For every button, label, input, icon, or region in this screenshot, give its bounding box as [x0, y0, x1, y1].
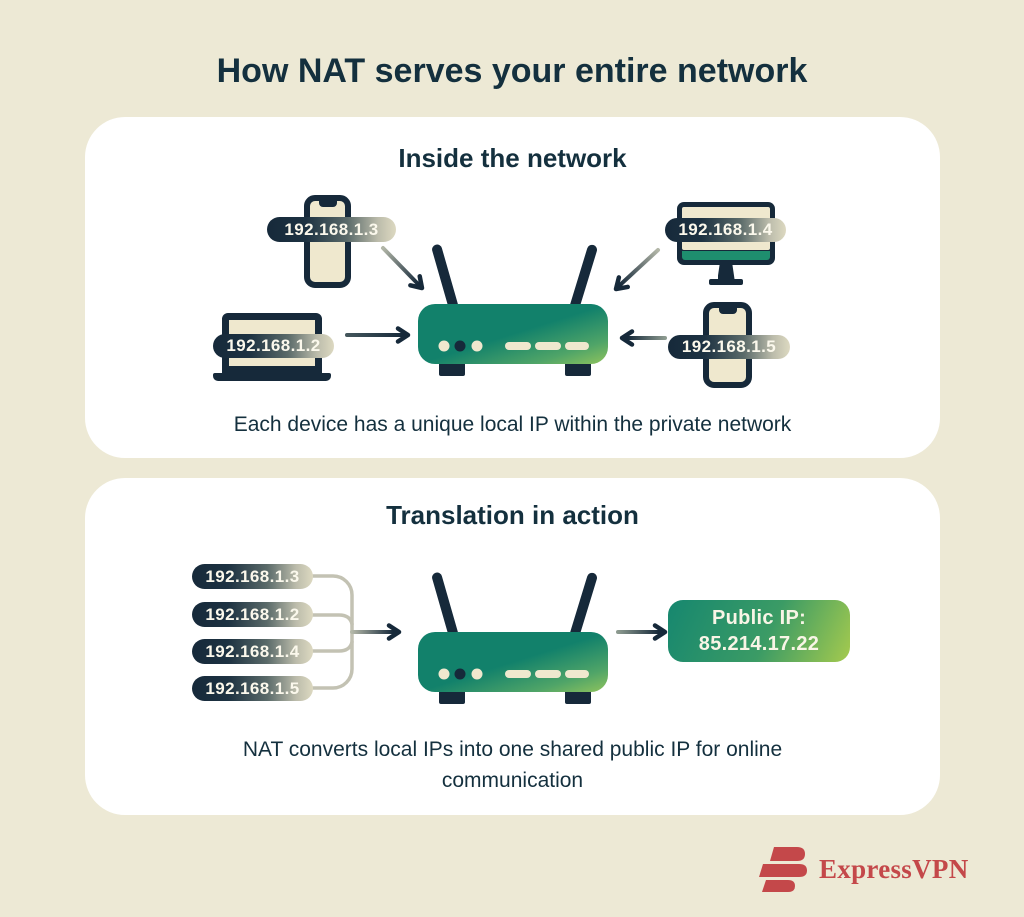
expressvpn-logo: ExpressVPN: [753, 845, 969, 893]
public-ip-box: Public IP: 85.214.17.22: [668, 600, 850, 662]
brace-connector-icon: [311, 574, 354, 690]
translation-card-heading: Translation in action: [386, 500, 639, 530]
ip-pill: 192.168.1.2: [192, 602, 313, 627]
ip-pill: 192.168.1.3: [267, 217, 396, 242]
ip-pill: 192.168.1.2: [213, 334, 334, 358]
ip-pill: 192.168.1.5: [668, 335, 790, 359]
ip-pill: 192.168.1.3: [192, 564, 313, 589]
phone-notch: [318, 200, 337, 207]
translation-caption-text: NAT converts local IPs into one shared p…: [242, 738, 783, 792]
translation-card-caption: NAT converts local IPs into one shared p…: [85, 734, 940, 796]
monitor-icon: [677, 202, 775, 285]
public-ip-label: Public IP:: [711, 607, 807, 629]
inside-card-heading: Inside the network: [398, 143, 627, 173]
monitor-stand: [717, 265, 735, 279]
ip-pill: 192.168.1.4: [192, 639, 313, 664]
arrow-icon: [613, 248, 660, 292]
inside-network-card: Inside the network: [85, 117, 940, 458]
page-title: How NAT serves your entire network: [216, 52, 808, 90]
translation-card: Translation in action 192.168.1.3 192.16…: [85, 478, 940, 815]
laptop-base: [213, 373, 331, 381]
ip-pill: 192.168.1.5: [192, 676, 313, 701]
phone-notch: [718, 307, 737, 314]
monitor-base: [709, 279, 743, 285]
arrow-icon: [616, 623, 668, 641]
arrow-icon: [345, 326, 411, 344]
inside-card-caption: Each device has a unique local IP within…: [233, 413, 792, 436]
expressvpn-logo-icon: [759, 847, 807, 892]
ip-pill: 192.168.1.4: [665, 218, 786, 242]
monitor-strip: [682, 251, 770, 260]
arrow-icon: [619, 329, 667, 347]
public-ip-address: 85.214.17.22: [698, 633, 820, 655]
brand-wordmark: ExpressVPN: [819, 853, 969, 884]
router-icon: [418, 572, 608, 704]
arrow-icon: [350, 623, 402, 641]
router-icon: [418, 244, 608, 376]
